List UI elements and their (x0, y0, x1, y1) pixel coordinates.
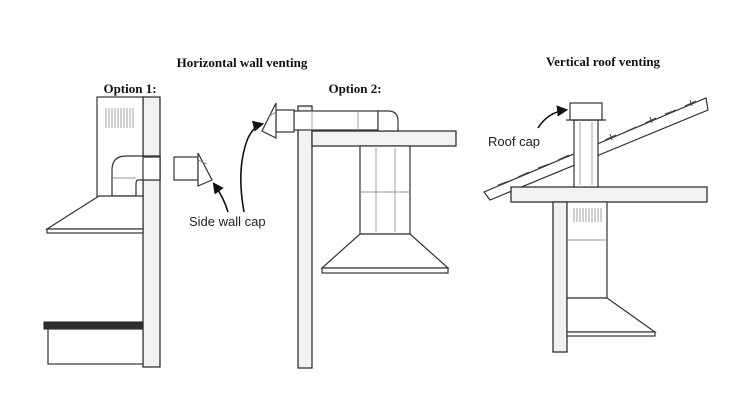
option-2-wall (297, 105, 313, 369)
option-1-counter (47, 328, 144, 365)
roof-hood (566, 297, 657, 333)
option-1-label: Option 1: (103, 81, 156, 96)
option-1-wall-duct (142, 156, 161, 181)
roof-ceiling-joist (510, 186, 708, 203)
roof-shingles (497, 99, 697, 186)
roof-duct (573, 119, 599, 188)
roof-cap (569, 102, 603, 121)
callout-arrow-roof (537, 105, 569, 129)
option-2-illustration (261, 102, 457, 369)
option-2-elbow (377, 110, 399, 132)
callout-arrow-option-1 (212, 182, 229, 213)
roof-cap-callout: Roof cap (488, 105, 569, 149)
option-2-side-wall-cap (275, 109, 295, 133)
option-2-horizontal-duct (293, 110, 379, 131)
side-wall-cap-label: Side wall cap (189, 214, 266, 229)
horizontal-venting-heading: Horizontal wall venting (177, 55, 308, 70)
option-2-vertical-duct (359, 145, 411, 235)
option-2-ceiling-beam (311, 130, 457, 147)
roof-cap-label: Roof cap (488, 134, 540, 149)
callout-arrow-option-2 (240, 120, 265, 213)
roof-venting-illustration (483, 97, 709, 353)
side-wall-cap-callout: Side wall cap (189, 120, 266, 229)
option-2-label: Option 2: (328, 81, 381, 96)
option-1-side-wall-cap (173, 156, 199, 181)
option-1-cooktop (43, 321, 144, 330)
option-1-vent-grille (105, 108, 134, 128)
roof-vent-grille (573, 208, 602, 222)
option-1-wall (142, 96, 161, 368)
vertical-venting-heading: Vertical roof venting (546, 54, 661, 69)
roof-side-wall (552, 201, 568, 353)
option-1-hood (44, 195, 144, 230)
option-1-illustration (43, 96, 213, 368)
option-2-hood (320, 233, 450, 269)
